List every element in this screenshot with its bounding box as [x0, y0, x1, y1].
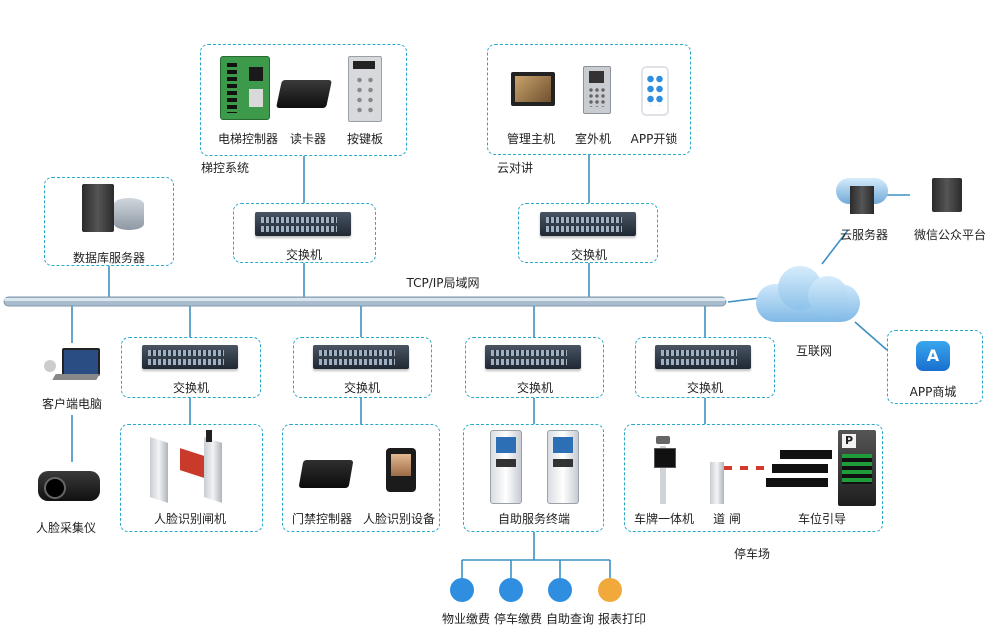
database-server-label: 数据库服务器	[72, 251, 146, 265]
database-icon	[114, 198, 144, 230]
face-gate-label: 人脸识别闸机	[153, 512, 227, 526]
switch-label: 交换机	[516, 381, 554, 395]
network-switch-icon	[655, 345, 751, 369]
network-switch-icon	[255, 212, 351, 236]
face-gate-turnstile-icon	[150, 430, 230, 506]
face-device-label: 人脸识别设备	[362, 512, 436, 526]
keypad-label: 按键板	[346, 132, 384, 146]
kiosk-box	[463, 424, 604, 532]
service-label: 自助查询	[545, 612, 595, 626]
kiosk-terminal-icon	[547, 430, 579, 504]
client-pc-label: 客户端电脑	[41, 397, 103, 411]
parking-fee-icon	[499, 578, 523, 602]
kiosk-label: 自助服务终端	[497, 512, 571, 526]
elevator-controller-board-icon	[220, 56, 270, 120]
barrier-gate-icon	[710, 462, 786, 504]
switch-label: 交换机	[172, 381, 210, 395]
server-rack-icon	[82, 184, 114, 232]
service-label: 停车缴费	[493, 612, 543, 626]
app-store-label: APP商城	[909, 385, 957, 399]
backbone-label: TCP/IP局域网	[406, 276, 480, 290]
parking-group-label: 停车场	[734, 547, 771, 561]
outdoor-unit-label: 室外机	[574, 132, 612, 146]
keypad-panel-icon	[348, 56, 382, 122]
management-host-icon	[511, 72, 555, 106]
elevator-group-label: 梯控系统	[201, 161, 250, 175]
switch-label: 交换机	[570, 248, 608, 262]
barrier-gate-label: 道 闸	[713, 512, 741, 526]
cloud-server-icon	[836, 172, 890, 214]
client-laptop-icon	[44, 348, 100, 384]
app-store-icon: A	[916, 341, 950, 371]
parking-guidance-sign-icon: P	[838, 430, 876, 506]
face-capture-camera-icon	[38, 471, 100, 501]
outdoor-unit-icon	[583, 66, 611, 114]
switch-label: 交换机	[343, 381, 381, 395]
face-capture-label: 人脸采集仪	[35, 521, 97, 535]
card-reader-icon	[276, 80, 332, 108]
self-query-icon	[548, 578, 572, 602]
network-switch-icon	[540, 212, 636, 236]
wechat-server-icon	[932, 178, 962, 212]
cloud-server-label: 云服务器	[839, 228, 889, 242]
face-gate-box	[120, 424, 263, 532]
report-print-icon	[598, 578, 622, 602]
network-switch-icon	[313, 345, 409, 369]
license-plate-camera-icon	[650, 436, 678, 504]
door-controller-label: 门禁控制器	[291, 512, 353, 526]
switch-label: 交换机	[285, 248, 323, 262]
app-unlock-phone-icon	[641, 66, 669, 116]
switch-label: 交换机	[686, 381, 724, 395]
intercom-group-label: 云对讲	[497, 161, 534, 175]
card-reader-label: 读卡器	[289, 132, 327, 146]
management-host-label: 管理主机	[506, 132, 556, 146]
internet-cloud-icon	[756, 258, 866, 324]
app-unlock-label: APP开锁	[630, 132, 678, 146]
network-switch-icon	[142, 345, 238, 369]
license-plate-label: 车牌一体机	[633, 512, 695, 526]
service-label: 报表打印	[597, 612, 647, 626]
service-label: 物业缴费	[441, 612, 491, 626]
network-switch-icon	[485, 345, 581, 369]
wechat-platform-label: 微信公众平台	[913, 228, 987, 242]
door-controller-icon	[298, 460, 354, 488]
elevator-controller-label: 电梯控制器	[217, 132, 279, 146]
property-fee-icon	[450, 578, 474, 602]
parking-guidance-display-icon	[766, 450, 840, 496]
internet-label: 互联网	[796, 344, 833, 358]
guidance-label: 车位引导	[797, 512, 847, 526]
kiosk-terminal-icon	[490, 430, 522, 504]
face-recognition-device-icon	[386, 448, 416, 492]
